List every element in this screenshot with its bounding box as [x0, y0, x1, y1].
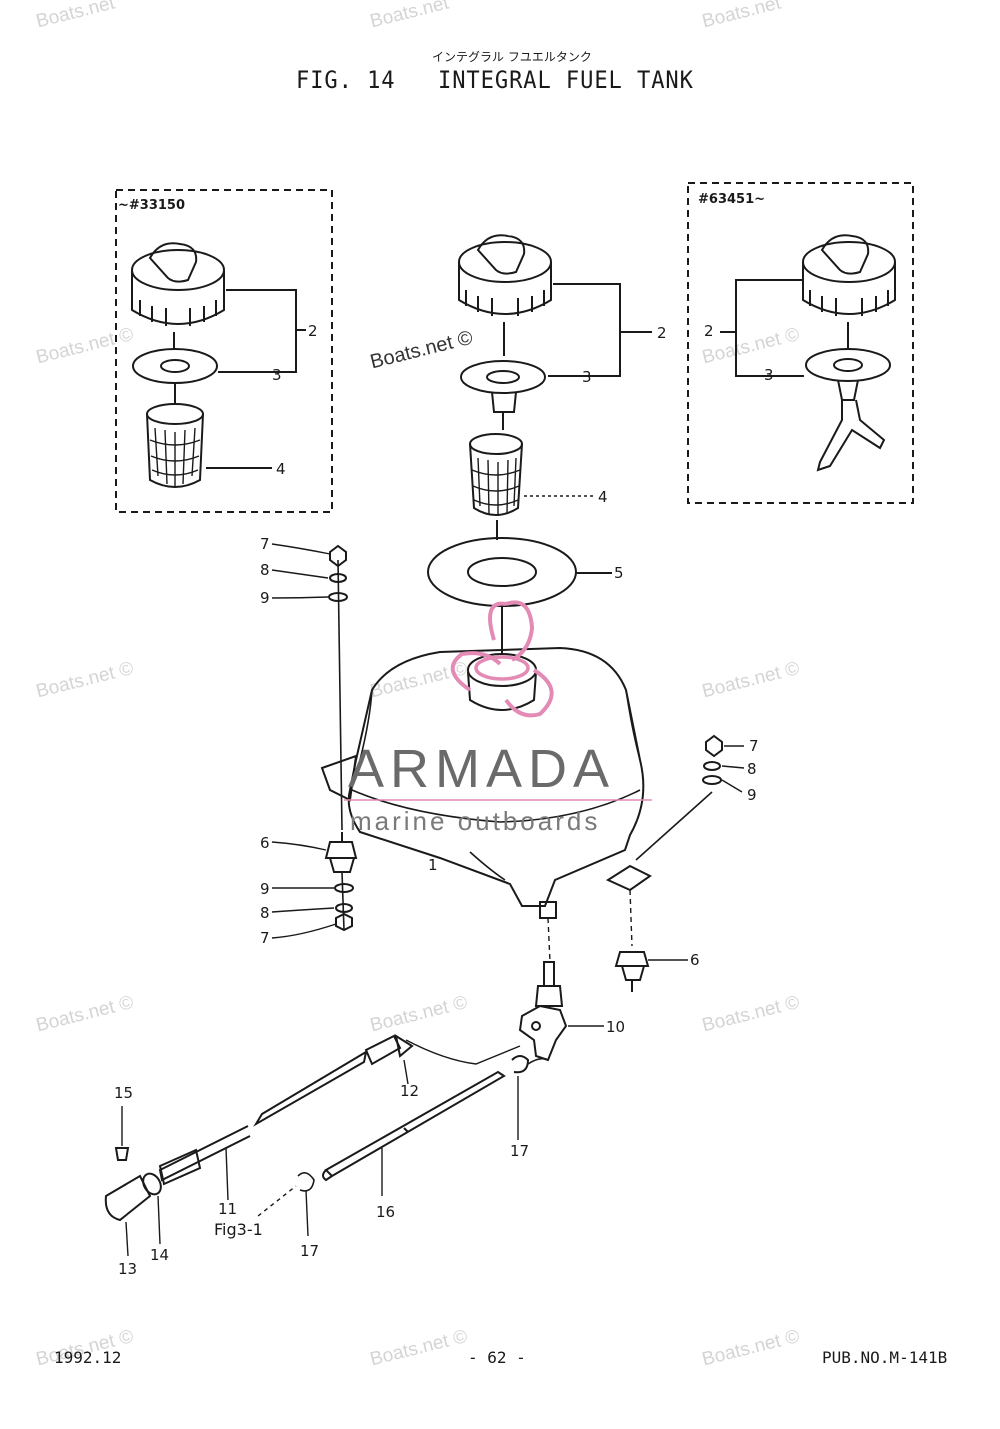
rubber-mount-left: [324, 832, 358, 873]
callout-13: 13: [118, 1260, 138, 1278]
callout-left-mount-6: 6: [260, 834, 270, 852]
fuel-tank-body: [320, 646, 652, 919]
armada-tagline: marine outboards: [350, 806, 601, 836]
callout-left-mount-8b: 8: [260, 904, 270, 922]
callout-16: 16: [376, 1203, 396, 1221]
callout-17a: 17: [510, 1142, 530, 1160]
callout-right-mount-8: 8: [747, 760, 757, 778]
variant-box-left: [115, 189, 333, 513]
callout-left-mount-8: 8: [260, 561, 270, 579]
publication-number: PUB.NO.M-141B: [822, 1348, 948, 1367]
callout-right-mount-9: 9: [747, 786, 757, 804]
callout-center-5: 5: [614, 564, 624, 582]
mounting-hardware-left-top: [328, 544, 348, 602]
page-number: - 62 -: [468, 1348, 526, 1367]
callout-center-4: 4: [598, 488, 608, 506]
fuel-tank-gasket: [427, 537, 577, 607]
callout-left-mount-7: 7: [260, 535, 270, 553]
left-box-label: ~#33150: [118, 198, 186, 213]
footer-date: 1992.12: [54, 1348, 122, 1367]
variant-box-right: [687, 182, 914, 504]
callout-tank-1: 1: [428, 856, 438, 874]
callout-left-box-4: 4: [276, 460, 286, 478]
fuel-cap-right: [802, 234, 896, 350]
quick-connector-13: [104, 1174, 152, 1222]
strainer-left: [146, 403, 204, 488]
connector-12: [364, 1034, 402, 1066]
callout-right-box-2: 2: [704, 322, 714, 340]
callout-right-mount-7: 7: [749, 737, 759, 755]
armada-logo: ARMADA: [348, 739, 616, 799]
figure-number: FIG. 14: [296, 66, 396, 94]
callout-left-mount-9b: 9: [260, 880, 270, 898]
callout-cock-10: 10: [606, 1018, 626, 1036]
screw-15: [114, 1147, 130, 1161]
page-title: INTEGRAL FUEL TANK: [438, 66, 694, 94]
callout-15: 15: [114, 1084, 134, 1102]
callout-right-mount-6: 6: [690, 951, 700, 969]
fig-reference: Fig3-1: [214, 1220, 263, 1239]
fuel-line-11: [253, 1049, 368, 1127]
fuel-gauge-float-right: [816, 399, 886, 472]
packing-left: [132, 348, 218, 384]
callout-12: 12: [400, 1082, 420, 1100]
rubber-mount-right: [614, 951, 650, 992]
callout-left-box-3: 3: [272, 366, 282, 384]
callout-14: 14: [150, 1246, 170, 1264]
fuel-line-fitting: [158, 1148, 202, 1186]
callout-left-mount-7b: 7: [260, 929, 270, 947]
japanese-title: インテグラル フユエルタンク: [432, 50, 592, 64]
callout-17b: 17: [300, 1242, 320, 1260]
right-box-label: #63451~: [698, 192, 766, 207]
callout-left-box-2: 2: [308, 322, 318, 340]
callout-center-2: 2: [657, 324, 667, 342]
strainer-center: [469, 433, 523, 516]
fuel-cock: [518, 961, 568, 1062]
callout-right-box-3: 3: [764, 366, 774, 384]
hose-clip: [511, 1055, 530, 1074]
callout-11: 11: [218, 1200, 238, 1218]
fuel-cap-left: [131, 242, 225, 350]
mounting-hardware-right-top: [702, 734, 723, 785]
fuel-cap-center: [458, 234, 552, 356]
packing-center: [460, 360, 546, 394]
callout-center-3: 3: [582, 368, 592, 386]
callout-left-mount-9: 9: [260, 589, 270, 607]
